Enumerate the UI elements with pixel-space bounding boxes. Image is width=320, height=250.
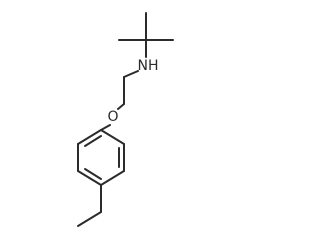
molecule-structure-diagram: NH O (77, 12, 174, 227)
oxygen-label: O (107, 109, 118, 125)
ring-bond-1 (100, 129, 125, 145)
bond-oxygen-to-ring (100, 124, 111, 131)
ring-bond-6 (77, 129, 102, 145)
nitrogen-label: NH (138, 58, 159, 74)
bond-nitrogen-to-ch2 (123, 70, 139, 78)
ring-double-bond-bottom-left (84, 168, 102, 180)
bond-ch2-to-oxygen (117, 103, 125, 110)
ring-bond-3 (100, 170, 125, 186)
ring-bond-4 (77, 170, 102, 186)
bond-ethyl-ch2-to-ch3 (77, 211, 102, 227)
ring-double-bond-top-left (84, 135, 102, 147)
